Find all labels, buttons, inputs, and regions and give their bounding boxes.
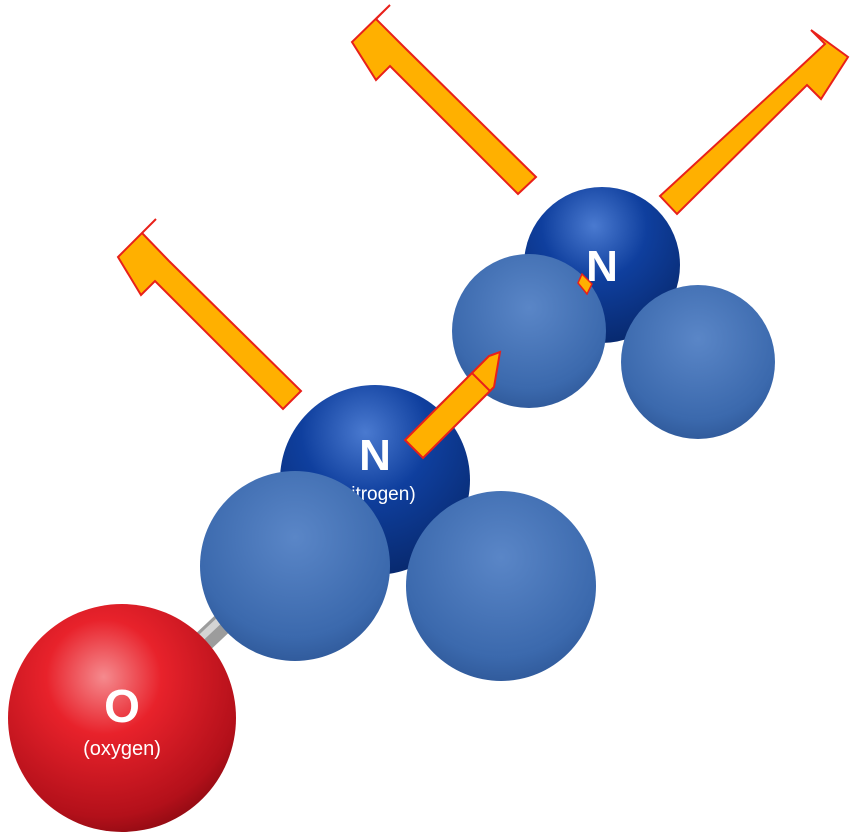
oxygen-symbol: O xyxy=(104,680,140,732)
arrow-lower-left xyxy=(116,218,303,411)
arrow-upper-left xyxy=(350,4,538,196)
arrow-tip-fragment xyxy=(577,272,593,296)
arrow-over-nitrogen xyxy=(403,371,492,460)
atom-oxygen: O (oxygen) xyxy=(8,604,236,832)
oxygen-name: (oxygen) xyxy=(83,738,161,760)
arrows-back xyxy=(116,4,850,411)
hydrogen-atom xyxy=(200,471,390,661)
arrow-upper-right xyxy=(658,29,850,216)
nitrogen-lower-symbol: N xyxy=(359,431,391,480)
hydrogen-atom xyxy=(406,491,596,681)
hydrogen-atom xyxy=(621,285,775,439)
hydrogens-lower xyxy=(200,471,596,681)
arrow-lower-right-front xyxy=(403,371,492,460)
